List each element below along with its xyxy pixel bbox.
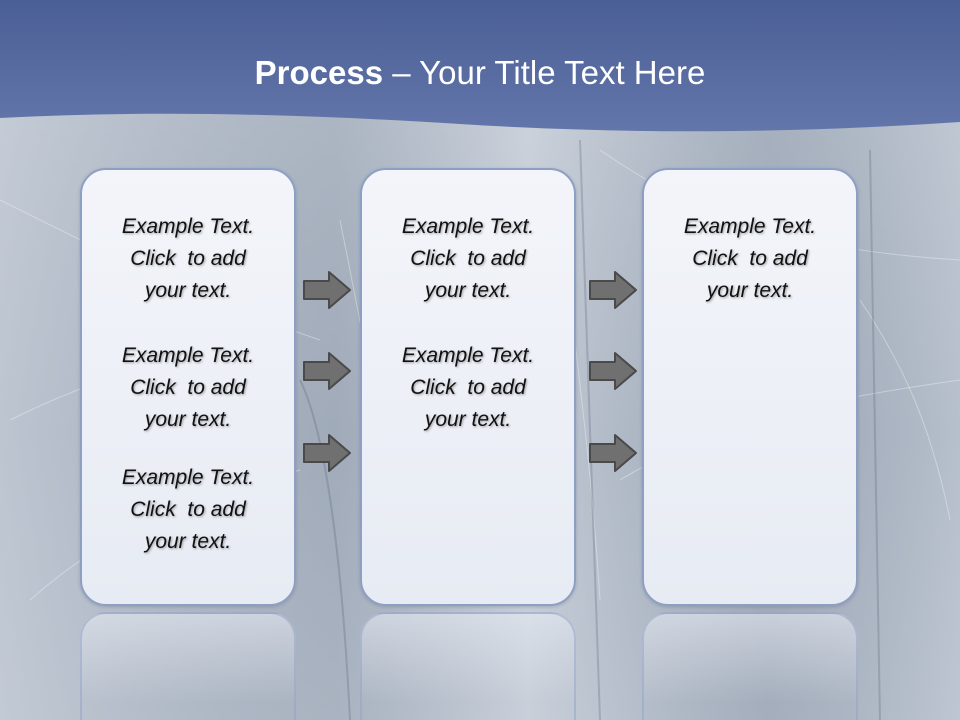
panel-text-block[interactable]: Example Text. Click to add your text. — [362, 211, 574, 307]
text-line: Click to add — [130, 247, 246, 270]
text-line: your text. — [144, 408, 232, 431]
text-line: Example Text. — [683, 215, 817, 238]
title-banner — [0, 0, 960, 132]
panel-reflection-2 — [360, 612, 576, 720]
text-line: your text. — [424, 408, 512, 431]
slide-title[interactable]: Process – Your Title Text Here — [0, 54, 960, 92]
panel-text-block[interactable]: Example Text. Click to add your text. — [362, 340, 574, 436]
text-line: Example Text. — [401, 344, 535, 367]
panel-text-block[interactable]: Example Text. Click to add your text. — [82, 340, 294, 436]
right-arrow-icon[interactable] — [588, 270, 638, 310]
right-arrow-icon[interactable] — [588, 433, 638, 473]
text-line: Example Text. — [401, 215, 535, 238]
text-line: Click to add — [410, 247, 526, 270]
text-line: Click to add — [692, 247, 808, 270]
text-line: Example Text. — [121, 466, 255, 489]
process-panel-1[interactable]: Example Text. Click to add your text. Ex… — [80, 168, 296, 606]
text-line: Example Text. — [121, 215, 255, 238]
panel-text-block[interactable]: Example Text. Click to add your text. — [82, 211, 294, 307]
right-arrow-icon[interactable] — [588, 351, 638, 391]
text-line: Click to add — [130, 498, 246, 521]
panel-reflection-1 — [80, 612, 296, 720]
title-rest: – Your Title Text Here — [392, 54, 706, 91]
right-arrow-icon[interactable] — [302, 351, 352, 391]
process-panel-3[interactable]: Example Text. Click to add your text. — [642, 168, 858, 606]
panel-reflection-3 — [642, 612, 858, 720]
right-arrow-icon[interactable] — [302, 270, 352, 310]
panel-text-block[interactable]: Example Text. Click to add your text. — [644, 211, 856, 307]
text-line: Example Text. — [121, 344, 255, 367]
text-line: your text. — [144, 530, 232, 553]
right-arrow-icon[interactable] — [302, 433, 352, 473]
panel-text-block[interactable]: Example Text. Click to add your text. — [82, 462, 294, 558]
text-line: your text. — [424, 279, 512, 302]
text-line: Click to add — [410, 376, 526, 399]
text-line: your text. — [706, 279, 794, 302]
process-panel-2[interactable]: Example Text. Click to add your text. Ex… — [360, 168, 576, 606]
title-bold: Process — [254, 54, 384, 91]
text-line: Click to add — [130, 376, 246, 399]
text-line: your text. — [144, 279, 232, 302]
